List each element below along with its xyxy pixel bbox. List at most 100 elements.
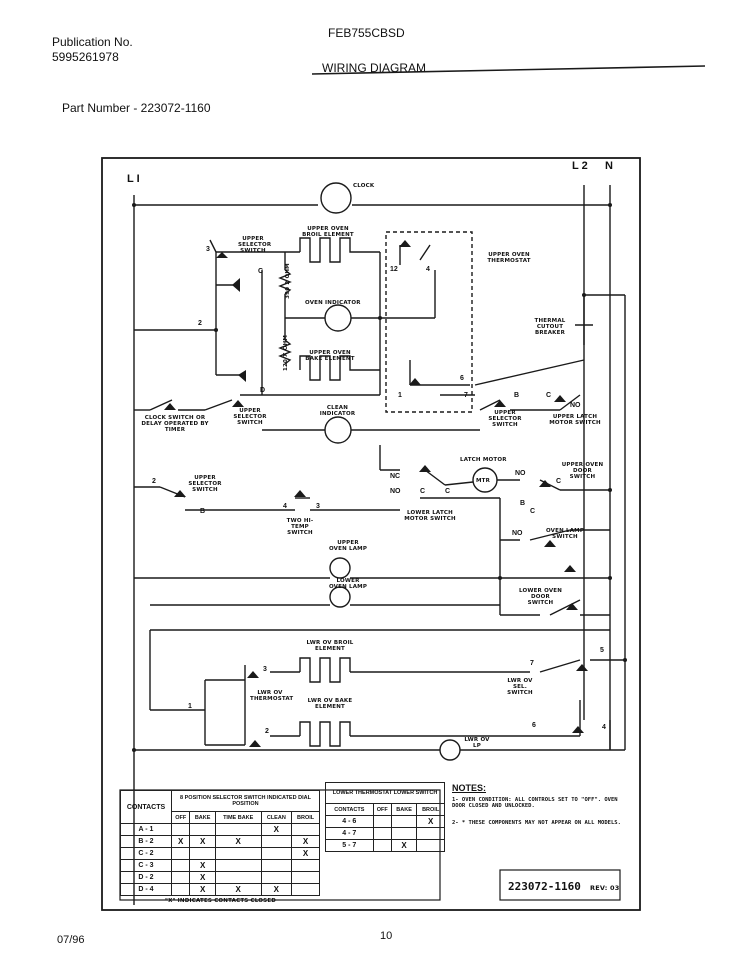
model-number: FEB755CBSD — [328, 26, 405, 40]
terminal-label: 3 — [206, 246, 210, 253]
notes-title: NOTES: — [452, 783, 487, 793]
selector-contacts-table: CONTACTS 8 POSITION SELECTOR SWITCH INDI… — [120, 790, 320, 896]
contact-mark: X — [260, 883, 293, 896]
terminal-label: 6 — [460, 375, 464, 382]
terminal-label: NO — [512, 530, 523, 537]
contact-mark: X — [291, 847, 320, 860]
contact-mark — [260, 871, 293, 884]
terminal-label: NO — [570, 402, 581, 409]
contact-mark — [372, 839, 392, 852]
contact-mark: X — [214, 883, 262, 896]
contact-mark — [170, 871, 191, 884]
contact-mark — [189, 823, 216, 836]
contact-mark: X — [214, 835, 262, 848]
upper-selector-switch-label-2: UPPER SELECTOR SWITCH — [233, 408, 267, 426]
lower-latch-motor-switch-label: LOWER LATCH MOTOR SWITCH — [404, 510, 456, 522]
upper-thermostat-label: UPPER OVEN THERMOSTAT — [487, 252, 531, 264]
diagram-frame — [101, 157, 641, 911]
clock-switch-label: CLOCK SWITCH OR DELAY OPERATED BY TIMER — [141, 415, 209, 433]
contact-mark — [372, 815, 392, 828]
oven-indicator-label: OVEN INDICATOR — [305, 300, 361, 306]
lwr-ov-sel-switch-label: LWR OV SEL. SWITCH — [507, 678, 533, 696]
table-row: D - 2 X — [120, 871, 320, 884]
terminal-label: C — [420, 488, 426, 495]
contact-mark: X — [291, 835, 320, 848]
contacts-header: CONTACTS — [120, 790, 172, 824]
contact-mark: X — [416, 815, 445, 828]
upper-broil-element-label: UPPER OVEN BROIL ELEMENT — [302, 226, 354, 238]
contact-id: 4 - 7 — [325, 827, 374, 840]
contact-mark — [189, 847, 216, 860]
terminal-label: C — [546, 392, 552, 399]
terminal-label: C — [258, 268, 264, 275]
upper-bake-element — [299, 355, 380, 381]
contact-mark — [214, 823, 262, 836]
contact-mark — [170, 883, 191, 896]
terminal-label: 3 — [263, 666, 267, 673]
contact-id: D - 2 — [120, 871, 172, 884]
terminal-label: 1 — [398, 392, 402, 399]
lwr-ov-bake-element-label: LWR OV BAKE ELEMENT — [307, 698, 353, 710]
l2-label: L 2 — [572, 160, 588, 172]
lwr-ov-broil-element-label: LWR OV BROIL ELEMENT — [306, 640, 354, 652]
selector-column-header: OFF — [170, 811, 191, 824]
terminal-label: 7 — [464, 392, 468, 399]
terminal-label: C — [530, 508, 536, 515]
lower-header: LOWER THERMOSTAT LOWER SWITCH — [325, 782, 445, 804]
contact-mark — [291, 823, 320, 836]
ohm-top-label: 390 2 OHM — [284, 263, 291, 299]
terminal-label: B — [520, 500, 526, 507]
contact-mark: X — [170, 835, 191, 848]
revision: REV: 03 — [590, 884, 620, 892]
upper-latch-motor-switch-label: UPPER LATCH MOTOR SWITCH — [549, 414, 601, 426]
oven-lamp-switch-label: OVEN LAMP SWITCH — [545, 528, 585, 540]
upper-broil-element — [299, 237, 380, 263]
clean-indicator-label: CLEAN INDICATOR — [319, 405, 356, 417]
contact-mark — [260, 859, 293, 872]
clean-indicator-lamp — [324, 416, 352, 444]
contact-id: C - 2 — [120, 847, 172, 860]
contact-mark — [214, 871, 262, 884]
selector-column-header: BROIL — [291, 811, 320, 824]
contact-mark — [291, 883, 320, 896]
contact-mark — [170, 859, 191, 872]
lower-column-header: BAKE — [390, 803, 418, 816]
lower-broil-element — [299, 657, 351, 683]
lower-column-header: CONTACTS — [325, 803, 374, 816]
terminal-label: NO — [390, 488, 401, 495]
clock-label: CLOCK — [353, 183, 375, 189]
contact-id: 5 - 7 — [325, 839, 374, 852]
table-row: C - 2 X — [120, 847, 320, 860]
terminal-label: 4 — [283, 503, 287, 510]
selector-column-header: CLEAN — [260, 811, 293, 824]
publication-label: Publication No. — [52, 35, 133, 49]
contact-id: A - 1 — [120, 823, 172, 836]
terminal-label: D — [260, 387, 266, 394]
contact-mark — [291, 859, 320, 872]
terminal-label: 1 — [188, 703, 192, 710]
contact-mark — [416, 827, 445, 840]
terminal-label: 2 — [198, 320, 202, 327]
contact-mark: X — [189, 835, 216, 848]
motor-label: MTR — [476, 478, 491, 484]
table-row: 4 - 7 — [325, 827, 445, 840]
upper-bake-element-label: UPPER OVEN BAKE ELEMENT — [305, 350, 355, 362]
clock-motor — [320, 182, 352, 214]
lower-oven-light — [439, 739, 461, 761]
contact-mark — [416, 839, 445, 852]
contact-mark — [260, 835, 293, 848]
lower-column-header: OFF — [372, 803, 392, 816]
contact-mark — [291, 871, 320, 884]
page-number: 10 — [380, 930, 393, 942]
contact-mark — [260, 847, 293, 860]
contact-mark: X — [260, 823, 293, 836]
contact-id: 4 - 6 — [325, 815, 374, 828]
contact-mark: X — [390, 839, 418, 852]
terminal-label: 4 — [426, 266, 430, 273]
contact-mark — [390, 827, 418, 840]
contact-mark: X — [189, 871, 216, 884]
contact-id: D - 4 — [120, 883, 172, 896]
contact-mark — [390, 815, 418, 828]
